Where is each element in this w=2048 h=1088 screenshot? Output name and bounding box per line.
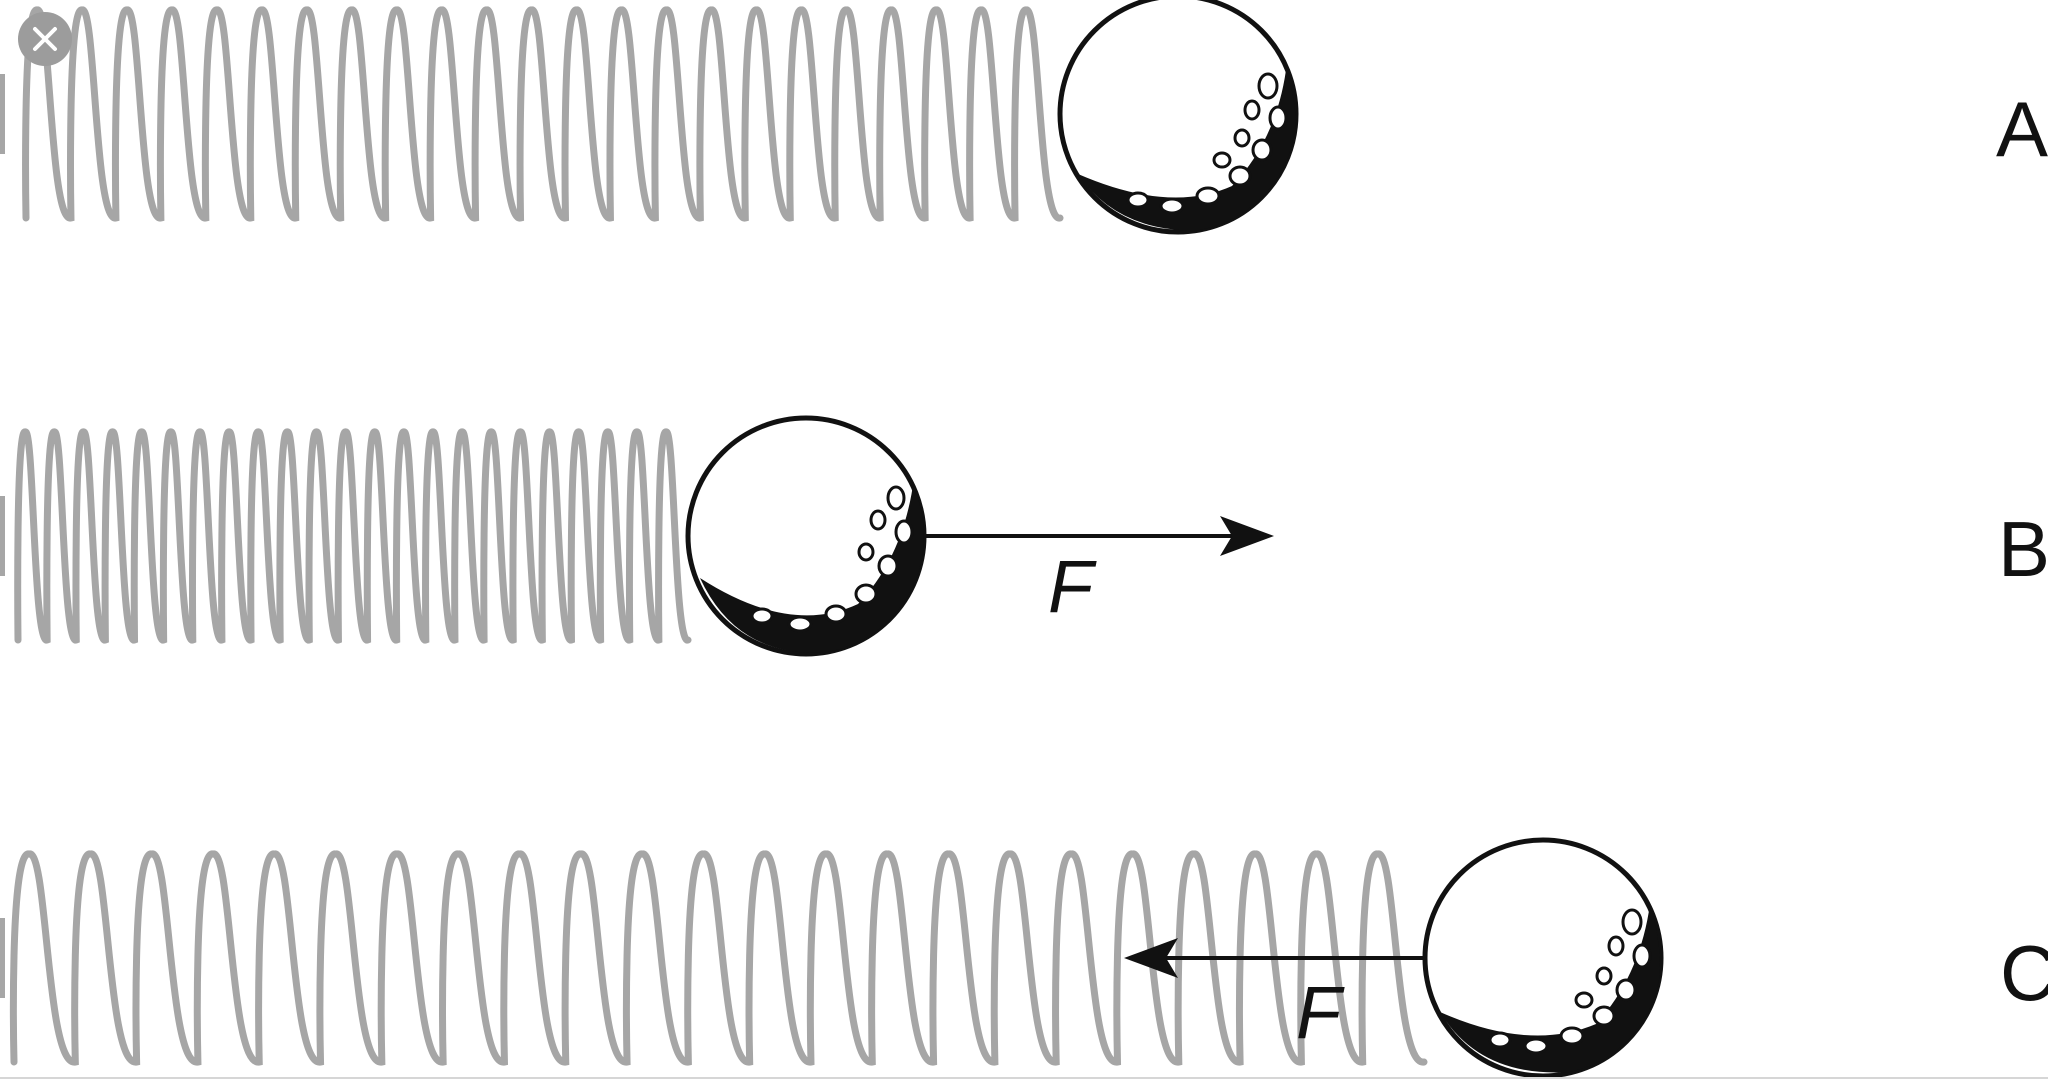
- force-label-b: F: [1048, 545, 1094, 628]
- spring-b: [0, 428, 692, 644]
- row-label-b: B: [1998, 505, 2048, 593]
- spring-coil: [22, 6, 1064, 222]
- golf-ball-a: [1057, 0, 1299, 235]
- row-label-a: A: [1996, 85, 2048, 173]
- spring-c: [0, 850, 1428, 1066]
- divider: [0, 1077, 2048, 1079]
- spring-coil: [14, 428, 692, 644]
- force-arrow-b: [924, 516, 1274, 556]
- spring-a: [0, 6, 1064, 222]
- close-button[interactable]: [18, 12, 72, 66]
- force-arrow-c: [1124, 938, 1425, 978]
- row-label-c: C: [2000, 929, 2048, 1017]
- force-label-c: F: [1296, 971, 1342, 1054]
- golf-ball-b: [685, 415, 927, 657]
- golf-ball-c: [1422, 837, 1664, 1079]
- spring-coil: [9, 850, 1428, 1066]
- close-icon: [33, 27, 57, 51]
